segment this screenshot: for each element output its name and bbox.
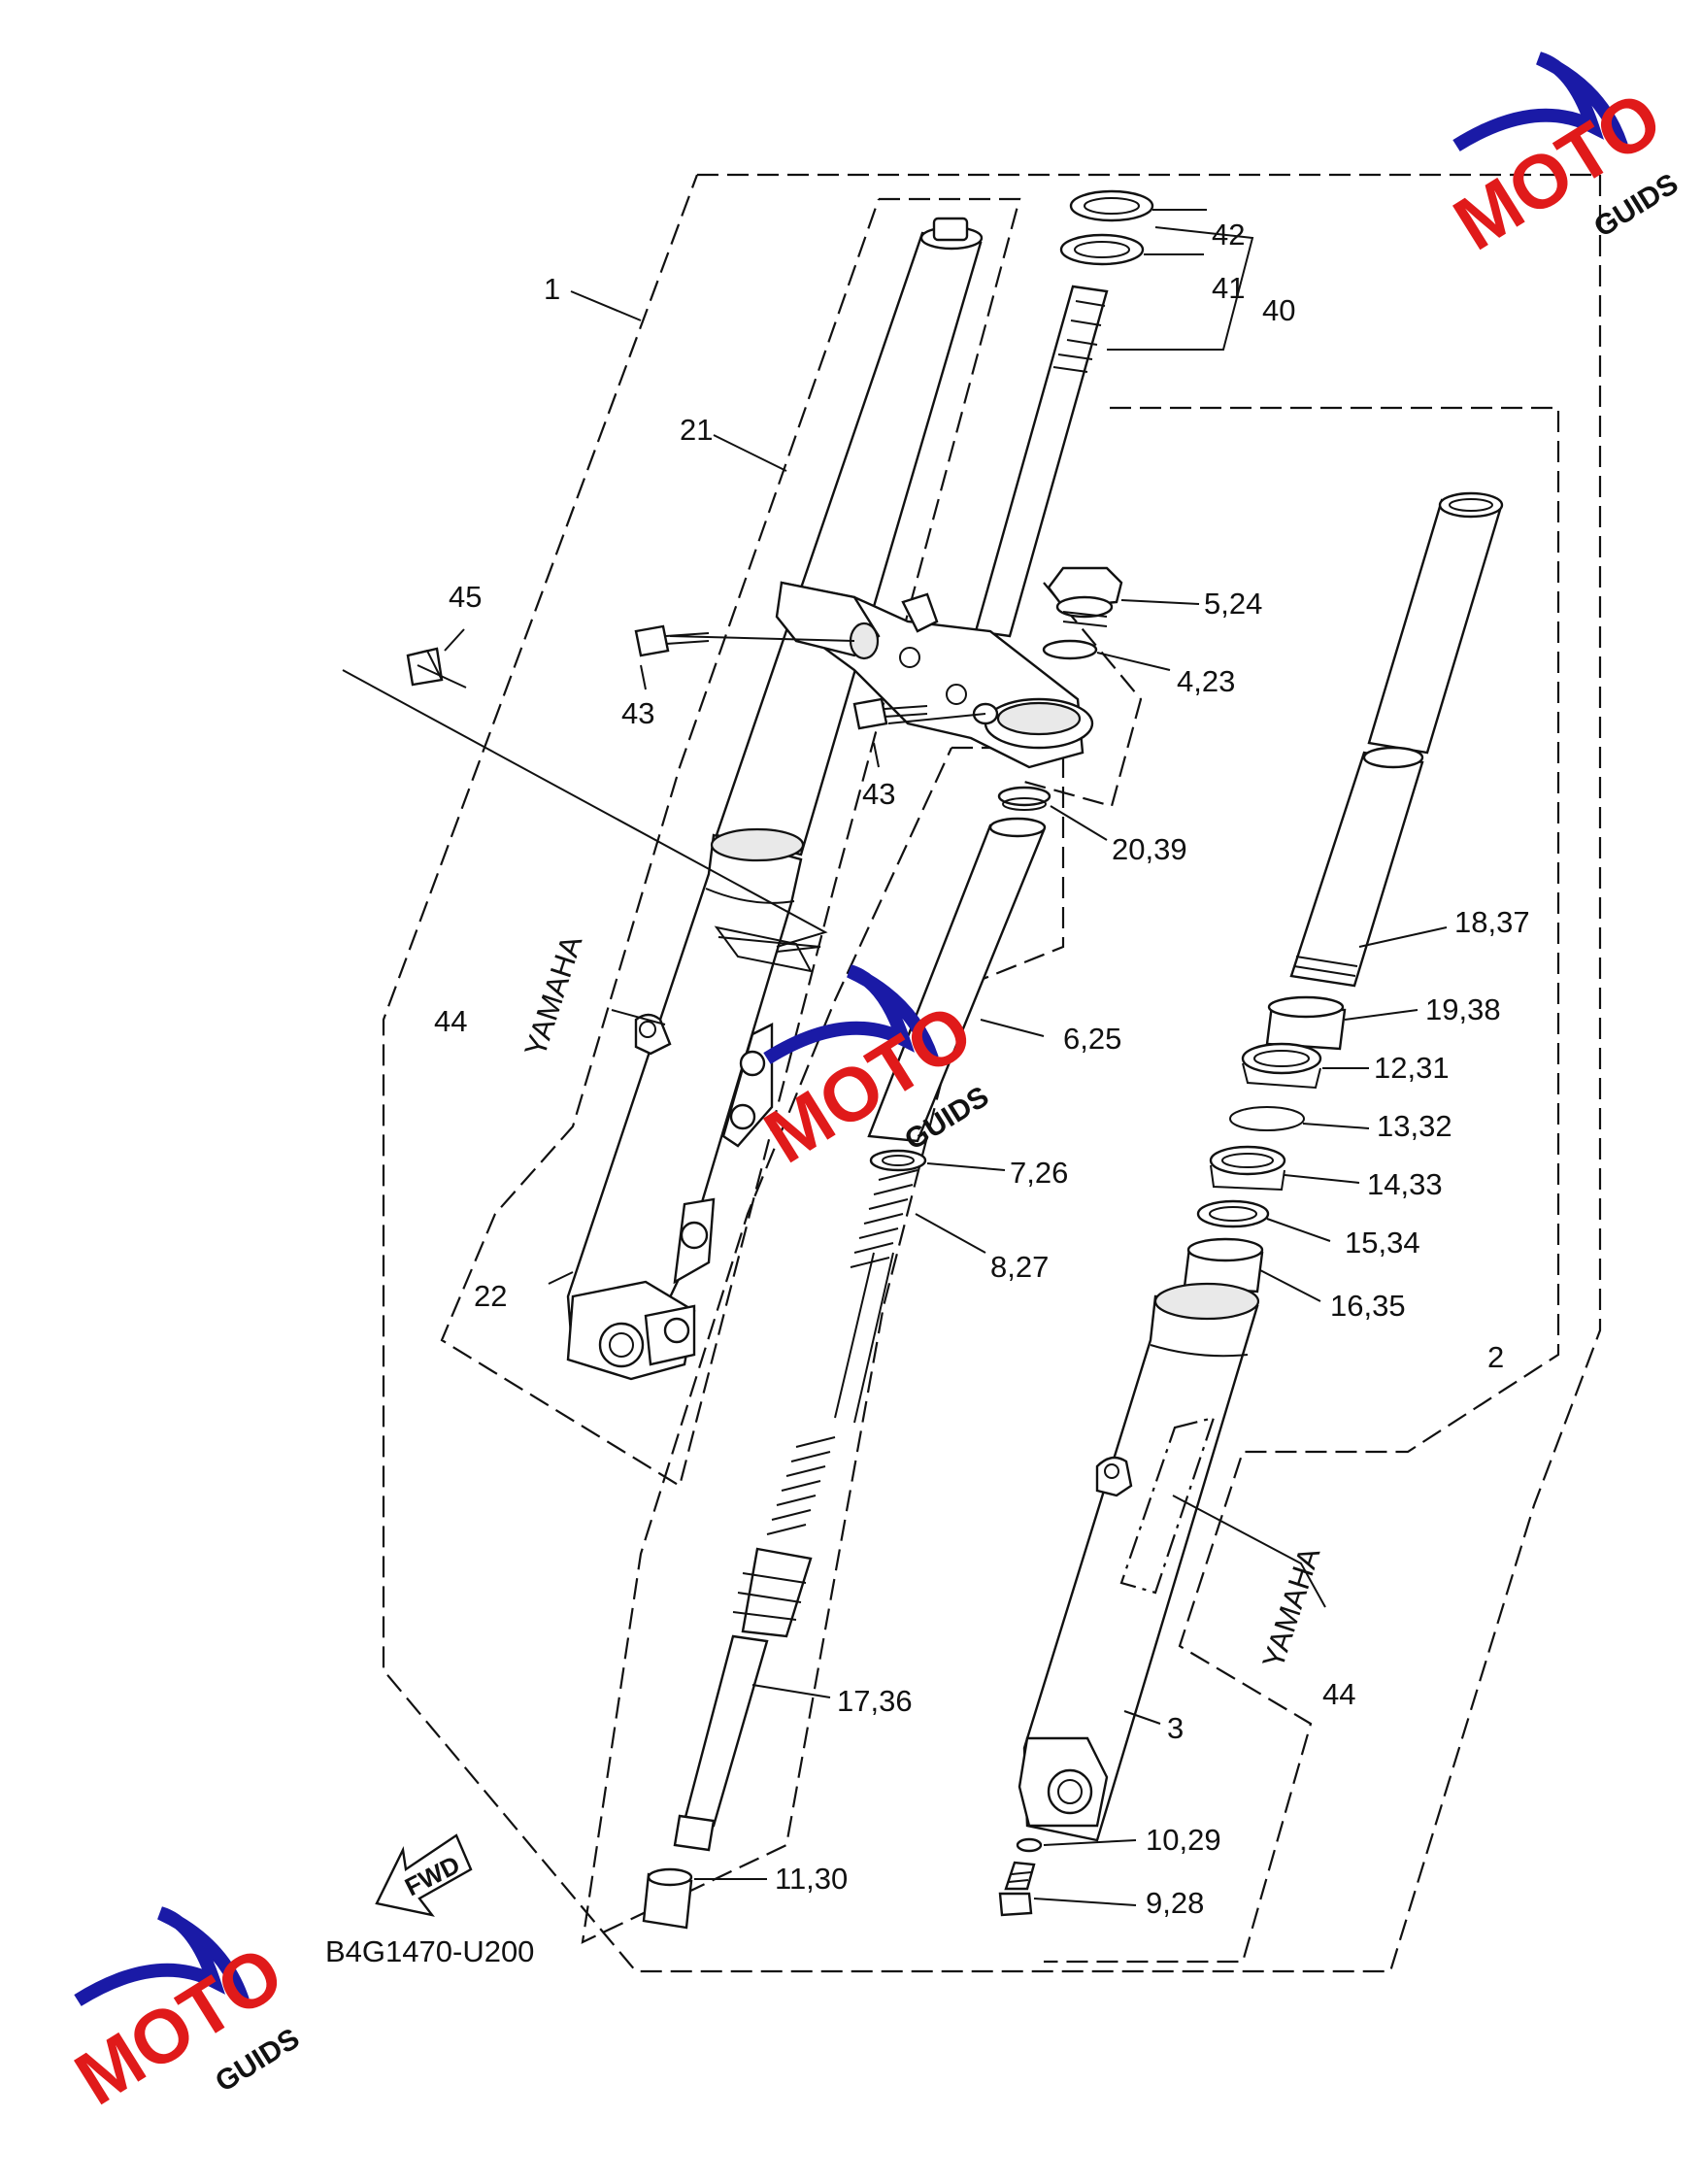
bolt-43-upper	[634, 624, 670, 657]
callout-17-36: 17,36	[837, 1684, 913, 1718]
label-sticker-45	[406, 647, 444, 687]
steering-stem-shaft	[974, 285, 1109, 638]
brand-label-right: YAMAHA	[1255, 1543, 1326, 1672]
right-fork	[998, 491, 1504, 1917]
collar-20-39	[997, 786, 1051, 807]
drawing-code: B4G1470-U200	[325, 1934, 534, 1968]
race-41	[1059, 233, 1145, 266]
outer-tube-right	[1022, 1294, 1259, 1842]
callout-16-35: 16,35	[1330, 1289, 1406, 1323]
callout-43-lower: 43	[862, 777, 895, 811]
callout-22: 22	[474, 1279, 507, 1313]
callout-9-28: 9,28	[1146, 1886, 1204, 1920]
bolt-9-28	[998, 1892, 1033, 1917]
callout-44-right: 44	[1322, 1677, 1355, 1711]
svg-text:MOTO: MOTO	[750, 988, 986, 1180]
spring-seat	[869, 1149, 927, 1172]
callout-10-29: 10,29	[1146, 1823, 1221, 1857]
brand-label-left: YAMAHA	[517, 931, 588, 1060]
callout-40: 40	[1262, 293, 1295, 327]
callout-42: 42	[1212, 218, 1245, 252]
assembly-boundaries	[382, 173, 1602, 1973]
callout-20-39: 20,39	[1112, 832, 1187, 866]
damper-column	[642, 786, 1051, 1930]
callout-19-38: 19,38	[1425, 992, 1501, 1026]
callout-12-31: 12,31	[1374, 1051, 1450, 1085]
callout-21: 21	[680, 413, 713, 447]
callout-6-25: 6,25	[1063, 1022, 1121, 1056]
race-42	[1069, 189, 1154, 222]
callout-14-33: 14,33	[1367, 1167, 1443, 1201]
callout-44-left: 44	[434, 1004, 467, 1038]
callout-5-24: 5,24	[1204, 587, 1262, 621]
callout-11-30: 11,30	[775, 1862, 848, 1896]
oil-seal-14-33	[1209, 1145, 1286, 1176]
damper-rod	[741, 1547, 813, 1638]
steering-stem	[775, 285, 1109, 769]
boundary-plug-box	[1023, 582, 1143, 808]
callout-2: 2	[1487, 1340, 1504, 1374]
callout-7-26: 7,26	[1010, 1156, 1068, 1190]
watermark-logo-bottom-left: MOTO GUIDS	[60, 1906, 305, 2122]
callout-13-32: 13,32	[1377, 1109, 1452, 1143]
clip-13-32	[1229, 1106, 1305, 1131]
watermark-logo-top-right: MOTO GUIDS	[1439, 51, 1684, 267]
callout-1: 1	[544, 272, 560, 306]
callout-41: 41	[1212, 271, 1245, 305]
boundary-assembly-2	[1044, 406, 1560, 1964]
callout-8-27: 8,27	[990, 1250, 1049, 1284]
left-fork	[566, 217, 984, 1381]
washer-10-29	[1016, 1837, 1043, 1853]
svg-text:MOTO: MOTO	[60, 1930, 297, 2122]
inner-tube-left	[715, 231, 983, 857]
callout-4-23: 4,23	[1177, 664, 1235, 698]
upper-tube-right	[1367, 498, 1502, 755]
washer-15-34	[1196, 1199, 1270, 1228]
cap-bolt	[1047, 566, 1123, 609]
bearing-races	[1059, 189, 1154, 266]
main-spring	[766, 1436, 836, 1535]
callout-18-37: 18,37	[1454, 905, 1530, 939]
short-spring	[850, 1169, 918, 1268]
callout-45: 45	[449, 580, 482, 614]
callout-15-34: 15,34	[1345, 1226, 1420, 1260]
o-ring-4-23	[1042, 639, 1098, 660]
callout-3: 3	[1167, 1711, 1184, 1745]
inner-tube-right	[1289, 751, 1424, 988]
leader-lines	[342, 209, 1448, 1906]
fwd-arrow: FWD	[375, 1833, 473, 1917]
bolt-43-lower	[852, 697, 888, 730]
callout-43-upper: 43	[621, 696, 654, 730]
washer-12-31	[1241, 1042, 1322, 1075]
boundary-assembly-1	[382, 173, 1602, 1973]
cap-bolt-group	[1042, 566, 1123, 660]
boundary-group-21	[440, 197, 1021, 1488]
bolts-43	[634, 624, 928, 730]
boundary-damper-group	[581, 746, 1065, 1944]
callout-labels: 1 2 3 5,24 4,23 6,25 7,26 8,27 9,28 10,2…	[434, 218, 1530, 1920]
svg-text:MOTO: MOTO	[1439, 75, 1676, 267]
